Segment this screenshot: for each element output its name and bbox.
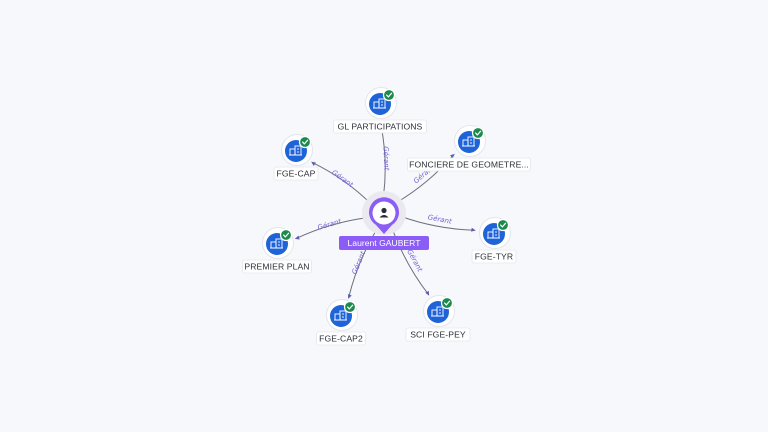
company-node-gl-participations[interactable]: GL PARTICIPATIONS <box>333 87 427 134</box>
edge-arrow <box>311 161 316 166</box>
company-label-box <box>242 259 312 274</box>
edge-fge-cap: Gérant <box>311 161 372 205</box>
verified-check-icon <box>440 296 454 310</box>
verified-check-icon <box>343 300 357 314</box>
company-name: FGE-TYR <box>475 252 513 262</box>
verified-check-icon <box>298 135 312 149</box>
edge-line <box>295 216 369 239</box>
company-node-fge-tyr[interactable]: FGE-TYR <box>471 217 517 264</box>
company-node-fge-cap[interactable]: FGE-CAP <box>273 134 319 181</box>
edge-fge-tyr: Gérant <box>399 213 476 232</box>
company-label-box <box>316 331 366 346</box>
building-icon <box>462 136 475 147</box>
edge-relation-label: Gérant <box>405 248 424 273</box>
company-name: FGE-CAP <box>277 169 316 179</box>
person-label-box <box>339 236 429 250</box>
edge-relation-label: Gérant <box>350 250 367 276</box>
verified-check-icon <box>496 218 510 232</box>
company-node-premier-plan[interactable]: PREMIER PLAN <box>242 227 312 274</box>
company-name: FONCIERE DE GEOMETRE... <box>409 160 529 170</box>
building-icon <box>431 306 444 317</box>
person-name: Laurent GAUBERT <box>348 238 422 248</box>
person-icon <box>379 207 389 218</box>
edge-relation-label: Gérant <box>330 169 355 190</box>
edge-arrow <box>294 235 300 240</box>
edge-line <box>348 227 379 298</box>
company-label-box <box>405 327 471 342</box>
building-icon <box>373 98 386 109</box>
company-label-box <box>471 249 517 264</box>
company-node-sci-fge-pey[interactable]: SCI FGE-PEY <box>405 295 471 342</box>
nodes-layer: GL PARTICIPATIONS FONCIERE DE GEOMETRE...… <box>242 87 531 346</box>
edge-line <box>399 215 475 231</box>
building-icon <box>487 228 500 239</box>
company-node-fge-cap2[interactable]: FGE-CAP2 <box>316 299 366 346</box>
company-name: PREMIER PLAN <box>244 262 309 272</box>
building-icon <box>334 310 347 321</box>
company-node-fonciere-de-geometre[interactable]: FONCIERE DE GEOMETRE... <box>407 125 531 172</box>
edge-arrow <box>348 294 352 299</box>
company-name: GL PARTICIPATIONS <box>338 122 423 132</box>
edge-arrow <box>471 227 476 232</box>
company-label-box <box>333 119 427 134</box>
edge-relation-label: Gérant <box>427 213 452 225</box>
company-name: SCI FGE-PEY <box>410 330 466 340</box>
company-label-box <box>273 166 319 181</box>
verified-check-icon <box>279 228 293 242</box>
company-label-box <box>407 157 531 172</box>
building-icon <box>270 238 283 249</box>
verified-check-icon <box>382 88 396 102</box>
edge-arrow <box>425 290 430 296</box>
company-name: FGE-CAP2 <box>319 334 363 344</box>
edge-gl-participations: Gérant <box>378 122 391 198</box>
building-icon <box>289 145 302 156</box>
edge-relation-label: Gérant <box>382 146 391 171</box>
edge-relation-label: Gérant <box>317 217 343 231</box>
center-person-node[interactable]: Laurent GAUBERT <box>339 191 429 250</box>
verified-check-icon <box>471 126 485 140</box>
edge-arrow <box>450 153 455 159</box>
edge-line <box>312 162 372 205</box>
edge-line <box>391 226 429 295</box>
